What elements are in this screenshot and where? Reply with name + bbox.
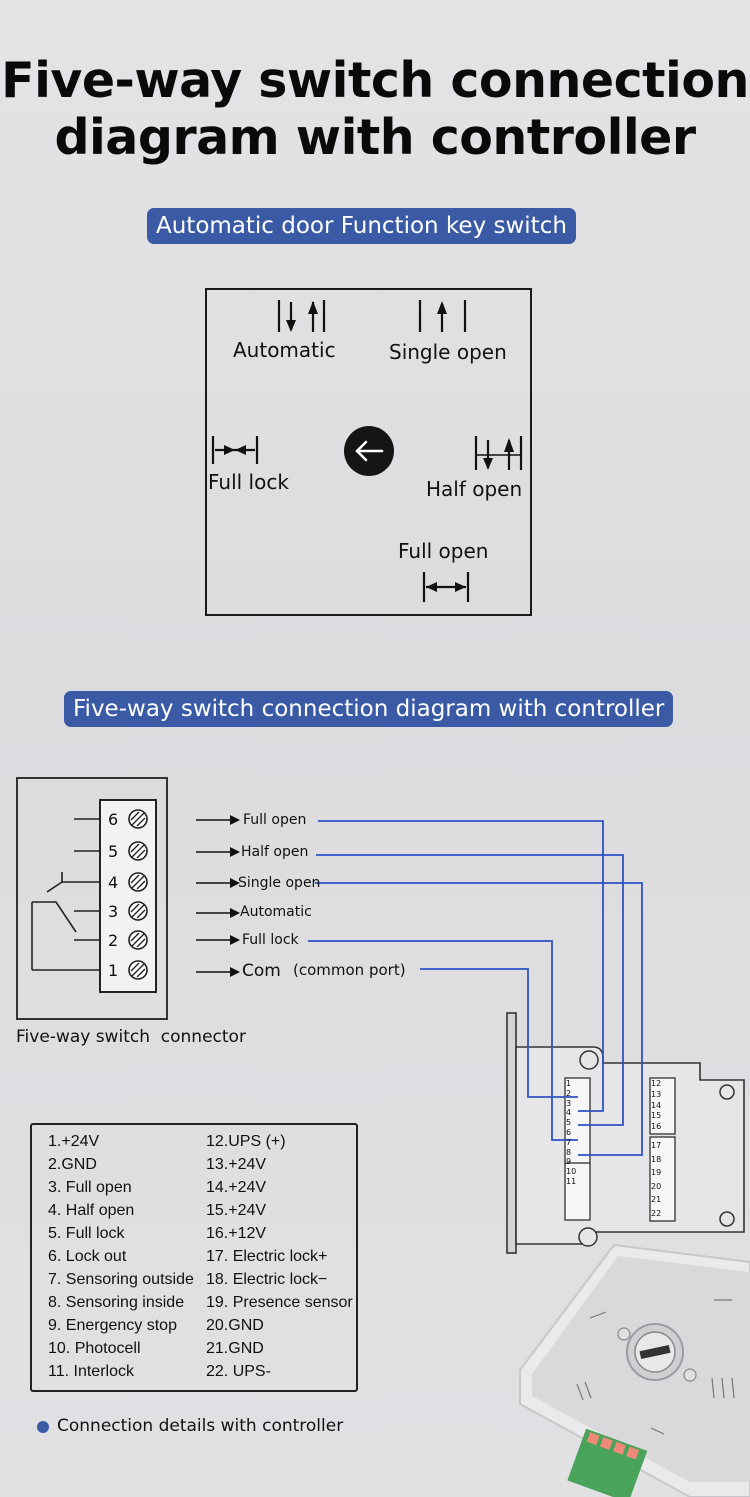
legend-item: 17. Electric lock+ [206, 1248, 328, 1265]
label-half-open: Half open [426, 477, 523, 501]
legend-item: 3. Full open [48, 1179, 132, 1196]
blue-wires [308, 820, 643, 1156]
wire-label-com: Com [242, 961, 281, 981]
pin-label: 8 [566, 1147, 572, 1157]
section-label-key-switch: Automatic door Function key switch [147, 208, 576, 244]
pin-label: 16 [651, 1122, 662, 1132]
key-knob [344, 426, 394, 476]
terminal-label: 6 [108, 810, 119, 829]
terminal-label: 5 [108, 842, 119, 861]
legend-item: 20.GND [206, 1317, 264, 1334]
wire-label-full-open: Full open [243, 812, 307, 828]
pin-label: 21 [651, 1195, 662, 1205]
pin-label: 12 [651, 1079, 662, 1088]
pin-label: 10 [566, 1167, 577, 1177]
legend-item: 15.+24V [206, 1202, 267, 1219]
pin-label: 2 [566, 1088, 572, 1098]
pin-label: 9 [566, 1157, 572, 1167]
terminal-label: 2 [108, 931, 119, 950]
wire-label-half-open: Half open [241, 844, 309, 860]
legend-item: 22. UPS- [206, 1363, 271, 1380]
title-line-2: diagram with controller [54, 109, 696, 166]
pin-label: 4 [566, 1108, 572, 1118]
key-switch-panel [205, 288, 532, 616]
label-full-open: Full open [398, 539, 489, 563]
pin-label: 1 [566, 1079, 572, 1088]
pin-label: 19 [651, 1168, 662, 1178]
controller-right-pins-bottom: 17 18 19 20 21 22 [651, 1139, 675, 1221]
legend-item: 13.+24V [206, 1156, 267, 1173]
legend-item: 12.UPS (+) [206, 1133, 286, 1150]
legend-item: 21.GND [206, 1340, 264, 1357]
wire-label-automatic: Automatic [240, 904, 312, 920]
output-arrows [196, 815, 240, 977]
label-single-open: Single open [389, 340, 507, 364]
label-full-lock: Full lock [208, 470, 289, 494]
legend-item: 2.GND [48, 1156, 97, 1173]
pin-label: 15 [651, 1111, 662, 1121]
legend-item: 16.+12V [206, 1225, 267, 1242]
terminal-screws [128, 809, 148, 980]
legend-item: 11. Interlock [48, 1363, 134, 1380]
legend-item: 1.+24V [48, 1133, 100, 1150]
legend-item: 19. Presence sensor [206, 1294, 353, 1311]
controller-left-pins: 1 2 3 4 5 6 7 8 9 10 11 [566, 1079, 590, 1187]
pin-label: 14 [651, 1100, 662, 1110]
pin-label: 3 [566, 1098, 572, 1108]
pin-legend-right: 12.UPS (+) 13.+24V 14.+24V 15.+24V 16.+1… [206, 1130, 353, 1383]
page-title: Five-way switch connection diagram with … [0, 52, 750, 166]
arrow-left-icon [355, 440, 384, 462]
legend-item: 10. Photocell [48, 1340, 141, 1357]
wire-label-single-open: Single open [238, 875, 321, 891]
legend-item: 18. Electric lock− [206, 1271, 328, 1288]
connector-caption: Five-way switch connector [16, 1027, 246, 1047]
terminal-label: 3 [108, 902, 119, 921]
switch-wiring [31, 818, 100, 971]
key-switch-symbols [211, 300, 523, 602]
pin-label: 11 [566, 1176, 577, 1186]
terminal-strip [99, 799, 157, 993]
legend-item: 14.+24V [206, 1179, 267, 1196]
five-way-connector-box [16, 777, 168, 1020]
footer-note: Connection details with controller [57, 1416, 344, 1436]
bullet-dot-icon [37, 1421, 49, 1433]
legend-item: 7. Sensoring outside [48, 1271, 194, 1288]
title-line-1: Five-way switch connection [1, 52, 749, 109]
section-label-connection-diagram: Five-way switch connection diagram with … [64, 691, 674, 727]
controller-board [506, 1012, 745, 1254]
pin-label: 17 [651, 1141, 662, 1150]
pin-label: 18 [651, 1154, 662, 1164]
pin-label: 5 [566, 1118, 572, 1128]
label-automatic: Automatic [233, 338, 336, 362]
legend-item: 8. Sensoring inside [48, 1294, 185, 1311]
legend-item: 5. Full lock [48, 1225, 125, 1242]
pin-label: 7 [566, 1137, 572, 1147]
pin-legend-left: 1.+24V 2.GND 3. Full open 4. Half open 5… [48, 1130, 194, 1383]
pin-label: 22 [651, 1208, 662, 1218]
key-switch-product [519, 1243, 750, 1497]
legend-item: 4. Half open [48, 1202, 135, 1219]
pin-label: 13 [651, 1089, 662, 1099]
legend-item: 6. Lock out [48, 1248, 127, 1265]
wire-label-com-note: (common port) [293, 961, 406, 979]
legend-item: 9. Energency stop [48, 1317, 177, 1334]
terminal-label: 4 [108, 873, 119, 892]
wire-label-full-lock: Full lock [242, 932, 299, 948]
pin-label: 20 [651, 1181, 662, 1191]
controller-right-pins-top: 12 13 14 15 16 [651, 1079, 675, 1133]
pin-label: 6 [566, 1127, 572, 1137]
terminal-label: 1 [108, 961, 119, 980]
pin-legend-box [30, 1123, 358, 1392]
